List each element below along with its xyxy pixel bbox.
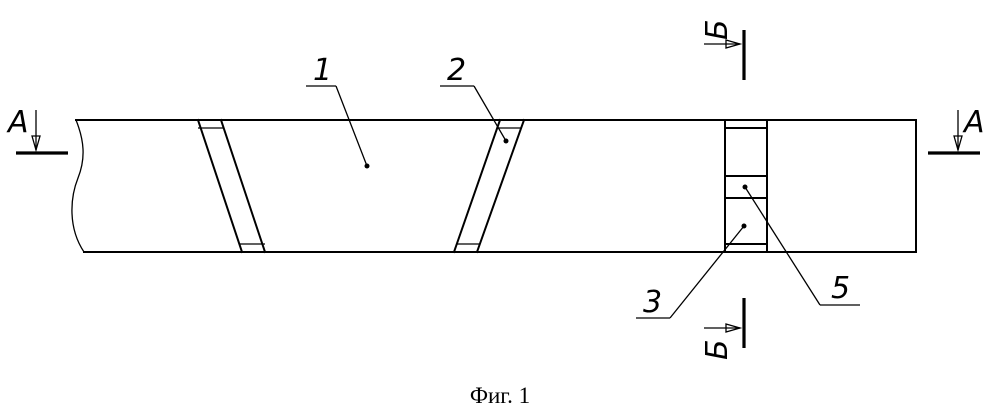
break-line bbox=[71, 119, 85, 253]
callout-label-3: 3 bbox=[643, 285, 662, 320]
beam-outline bbox=[71, 119, 917, 253]
callout-2: 2 bbox=[440, 53, 509, 144]
callout-5: 5 bbox=[742, 184, 860, 306]
callout-label-5: 5 bbox=[831, 271, 850, 306]
section-label-b-top: Б bbox=[700, 19, 735, 40]
section-label-a-right: А bbox=[962, 105, 985, 140]
figure-caption: Фиг. 1 bbox=[469, 383, 531, 408]
slanted-insert-right bbox=[452, 118, 526, 254]
section-mark-b-top: Б bbox=[700, 19, 746, 80]
callout-1: 1 bbox=[306, 53, 370, 169]
section-label-b-bottom: Б bbox=[700, 339, 735, 360]
section-mark-a-right: А bbox=[928, 105, 985, 155]
slanted-insert-left bbox=[196, 118, 267, 254]
section-label-a-left: А bbox=[6, 105, 29, 140]
callout-3: 3 bbox=[636, 223, 747, 320]
callout-label-2: 2 bbox=[447, 53, 466, 88]
callout-label-1: 1 bbox=[313, 53, 332, 88]
vertical-insert bbox=[724, 119, 768, 253]
section-mark-b-bottom: Б bbox=[700, 298, 746, 360]
section-mark-a-left: А bbox=[6, 105, 68, 155]
